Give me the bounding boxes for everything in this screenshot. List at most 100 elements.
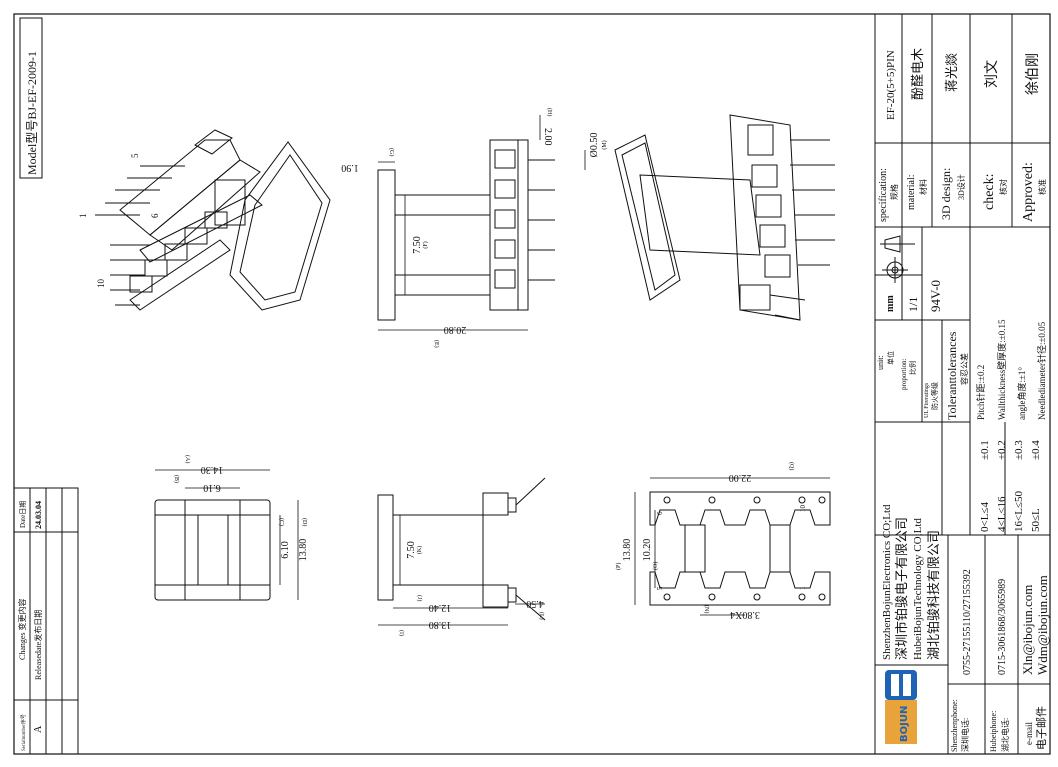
pin-label-10: 10: [96, 279, 106, 289]
row-change: Releasedate发布日期: [33, 610, 43, 680]
proportion-value: 1/1: [906, 297, 920, 312]
email-1: Xln@ibojun.com: [1020, 585, 1035, 675]
sz-phone-label-cn: 深圳电话:: [960, 718, 970, 752]
pin-view-label-6: 6: [656, 511, 664, 515]
dim-1-90: 1.90: [341, 162, 359, 173]
tol-range-1: 0<L≤4: [979, 502, 991, 532]
dim-b: (B): [173, 475, 180, 483]
model-label: Model型号BJ-EF-2009-1: [25, 51, 39, 175]
hb-phone-label: Hubeiphone:: [989, 711, 998, 752]
approved-value: 徐伯刚: [1025, 53, 1041, 95]
tol-range-4: 50≤L: [1030, 508, 1042, 532]
email-2: Wdm@ibojun.com: [1035, 575, 1050, 675]
approved-label-cn: 核准: [1037, 179, 1047, 195]
check-label-cn: 核对: [998, 179, 1008, 195]
tolerance-title-cn: 容忍公差: [959, 353, 969, 385]
dim-g: (G): [388, 148, 395, 156]
email-label: e-mail: [1024, 722, 1034, 745]
email-label-cn: 电子邮件: [1035, 706, 1048, 750]
dim-6-10: 6.10: [203, 482, 221, 493]
pin-view: [634, 477, 831, 616]
check-value: 刘文: [984, 60, 1000, 88]
tol-val-2: ±0.2: [996, 440, 1008, 460]
spec-label: specification:: [878, 168, 889, 222]
dim-12-40: 12.40: [429, 602, 452, 613]
dim-f: (F): [422, 241, 429, 248]
dim-2-00: 2.00: [542, 128, 553, 146]
proportion-label: proportion:: [900, 358, 908, 390]
needle-tolerance: Needlediameter针径:±0.05: [1036, 321, 1047, 420]
bojun-logo: BOJUN: [885, 670, 917, 744]
dim-d: (D): [301, 518, 308, 526]
dim-13-80-front: 13.80: [429, 619, 452, 630]
pin-view-label-5: 5: [656, 586, 664, 590]
changes-header: Changes 变更内容: [17, 598, 27, 660]
company-cn-1: 深圳市铂骏电子有限公司: [894, 517, 909, 660]
dim-q: (Q): [788, 462, 795, 470]
dim-22-00: 22.00: [729, 472, 752, 483]
pin-label-1: 1: [78, 214, 88, 219]
dim-4-50: 4.50: [526, 598, 544, 609]
pitch-tolerance: Pitch针距:±0.2: [975, 365, 986, 420]
dim-p: (P): [615, 563, 622, 570]
flame-label-cn: 防火等级: [930, 382, 939, 410]
pin-label-6: 6: [150, 213, 160, 218]
tol-val-3: ±0.3: [1013, 440, 1025, 460]
proportion-label-cn: 比例: [908, 361, 917, 375]
date-header: Date日期: [19, 501, 27, 528]
design-label: 3D design:: [939, 168, 953, 220]
dim-c: (C): [278, 518, 285, 526]
dim-3-80x4: 3.80X4: [730, 609, 760, 620]
spec-value: EF-20(5+5)PIN: [885, 50, 897, 120]
changes-table: [13, 487, 79, 755]
angle-tolerance: angle角度:±1°: [1016, 367, 1027, 420]
company-cn-2: 湖北铂骏科技有限公司: [926, 530, 941, 660]
sz-phone-value: 0755-27155110/27155392: [962, 569, 973, 675]
row-date: 24.03.04: [34, 501, 43, 529]
unit-label-cn: 单位: [886, 351, 895, 365]
check-label: check:: [982, 173, 997, 210]
pin-label-5: 5: [130, 153, 140, 158]
tol-range-3: 16<L≤50: [1013, 491, 1025, 532]
logo-text: BOJUN: [899, 706, 910, 742]
dim-i: (I): [398, 630, 405, 636]
dim-h: (H): [546, 108, 553, 116]
material-label-cn: 材料: [918, 179, 928, 195]
unit-value: mm: [885, 295, 896, 312]
hb-phone-label-cn: 湖北电话:: [1000, 718, 1010, 752]
company-en-2: HubeiBojunTechnology CO;Ltd: [912, 518, 924, 660]
front-view: [377, 477, 546, 626]
company-en-1: ShenzhenBojunElectronics CO;Ltd: [881, 504, 893, 660]
dim-a: (A): [184, 455, 191, 463]
dim-o: (O): [652, 562, 659, 570]
flame-label: UL Fireratings: [924, 382, 930, 418]
dim-l: (L): [538, 612, 545, 620]
dim-10-20: 10.20: [642, 539, 653, 562]
dim-14-30: 14.30: [201, 464, 224, 475]
approved-label: Approved:: [1021, 162, 1036, 222]
side-view: [377, 115, 586, 331]
flame-value: 94V-0: [928, 280, 943, 312]
dim-j: (J): [416, 595, 423, 601]
dim-20-80: 20.80: [444, 324, 467, 335]
unit-label: unit:: [876, 355, 885, 370]
pin-view-label-1: 1: [799, 586, 807, 590]
dim-k: (K): [416, 546, 423, 554]
row-serial: A: [33, 725, 44, 733]
model-number-box: Model型号BJ-EF-2009-1: [19, 17, 43, 179]
material-label: material:: [906, 174, 917, 210]
tol-val-4: ±0.4: [1030, 440, 1042, 460]
dim-6-10-vertical: 6.10: [280, 541, 291, 559]
dim-13-80-pin: 13.80: [622, 539, 633, 562]
spec-label-cn: 规格: [889, 184, 899, 200]
bottom-view: [154, 469, 299, 601]
sz-phone-label: Shenzhenphone:: [950, 699, 959, 752]
tolerance-title: Toleranttolerances: [945, 331, 959, 420]
wall-tolerance: Wallthickness壁厚度:±0.15: [996, 319, 1007, 420]
hb-phone-value: 0715-3061868/3065989: [997, 579, 1008, 675]
isometric-view-left: [95, 129, 331, 311]
dim-m: (M): [601, 140, 608, 149]
tol-val-1: ±0.1: [979, 440, 991, 460]
material-value: 酚醛电木: [910, 48, 925, 100]
